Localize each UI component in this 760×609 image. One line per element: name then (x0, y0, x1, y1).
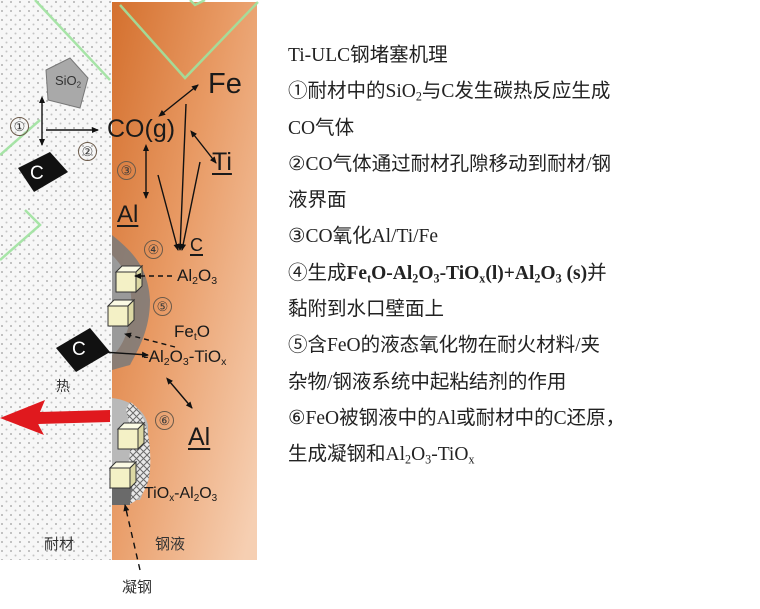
c-in-steel-label: C (190, 235, 203, 255)
step-6-marker: ⑥ (155, 411, 174, 430)
reaction-arrows (39, 84, 217, 571)
clogging-mechanism-diagram: SiO2 C C CO(g) Fe Ti Al C Al2O3 FetO -Al… (0, 0, 270, 609)
description-line: ②CO气体通过耐材孔隙移动到耐材/钢 (288, 153, 611, 175)
fe-label: Fe (208, 68, 242, 100)
step-4-marker: ④ (144, 240, 163, 259)
carbon-label-middle: C (72, 339, 86, 360)
description-line: 黏附到水口壁面上 (288, 299, 445, 321)
description-line: ①耐材中的SiO2与C发生碳热反应生成 (288, 81, 611, 104)
description-line: ⑤含FeO的液态氧化物在耐火材料/夹 (288, 335, 601, 357)
guide-lines (0, 0, 259, 261)
carbon-particle-middle (56, 328, 110, 372)
step-5-marker: ⑤ (153, 297, 172, 316)
description-title: Ti-ULC钢堵塞机理 (288, 45, 448, 66)
solidified-steel-label: 凝钢 (122, 578, 153, 596)
description-line: 液界面 (288, 190, 347, 212)
heat-arrow (0, 400, 110, 435)
description-lines: ①耐材中的SiO2与C发生碳热反应生成 CO气体 ②CO气体通过耐材孔隙移动到耐材/… (288, 74, 748, 473)
sio2-particle (45, 57, 89, 109)
diagram-graphics (0, 0, 259, 571)
description-line: ③CO氧化Al/Ti/Fe (288, 226, 439, 248)
liquid-oxide-label: -Al2O3-TiOx (143, 347, 227, 369)
step-2-marker: ② (78, 142, 97, 161)
refractory-label: 耐材 (44, 535, 75, 553)
tiox-al2o3-label: TiOx-Al2O3 (144, 485, 218, 504)
description-line: 生成凝钢和Al2O3-TiOx (288, 444, 475, 467)
description-line: CO气体 (288, 117, 355, 139)
carbon-particle-top (18, 152, 68, 192)
heat-label: 热 (56, 379, 70, 395)
co-gas-label: CO(g) (107, 115, 176, 143)
description-line: ④生成FetO-Al2O3-TiOx(l)+Al2O3 (s)并 (288, 262, 607, 286)
al-label-top: Al (117, 201, 139, 228)
feto-label: FetO (174, 322, 211, 344)
ti-label: Ti (212, 148, 232, 176)
description-line: ⑥FeO被钢液中的Al或耐材中的C还原， (288, 407, 626, 429)
al2o3-label: Al2O3 (177, 266, 218, 288)
description-line: 杂物/钢液系统中起粘结剂的作用 (288, 371, 567, 393)
step-1-marker: ① (10, 117, 29, 136)
mechanism-description: Ti-ULC钢堵塞机理 ①耐材中的SiO2与C发生碳热反应生成 CO气体 ②CO气体… (288, 38, 748, 474)
step-3-marker: ③ (117, 161, 136, 180)
carbon-label-top: C (30, 163, 44, 184)
inclusion-cubes (106, 264, 146, 490)
sio2-label: SiO2 (55, 73, 82, 90)
molten-steel-label: 钢液 (155, 535, 186, 553)
al-label-bottom: Al (188, 423, 211, 451)
